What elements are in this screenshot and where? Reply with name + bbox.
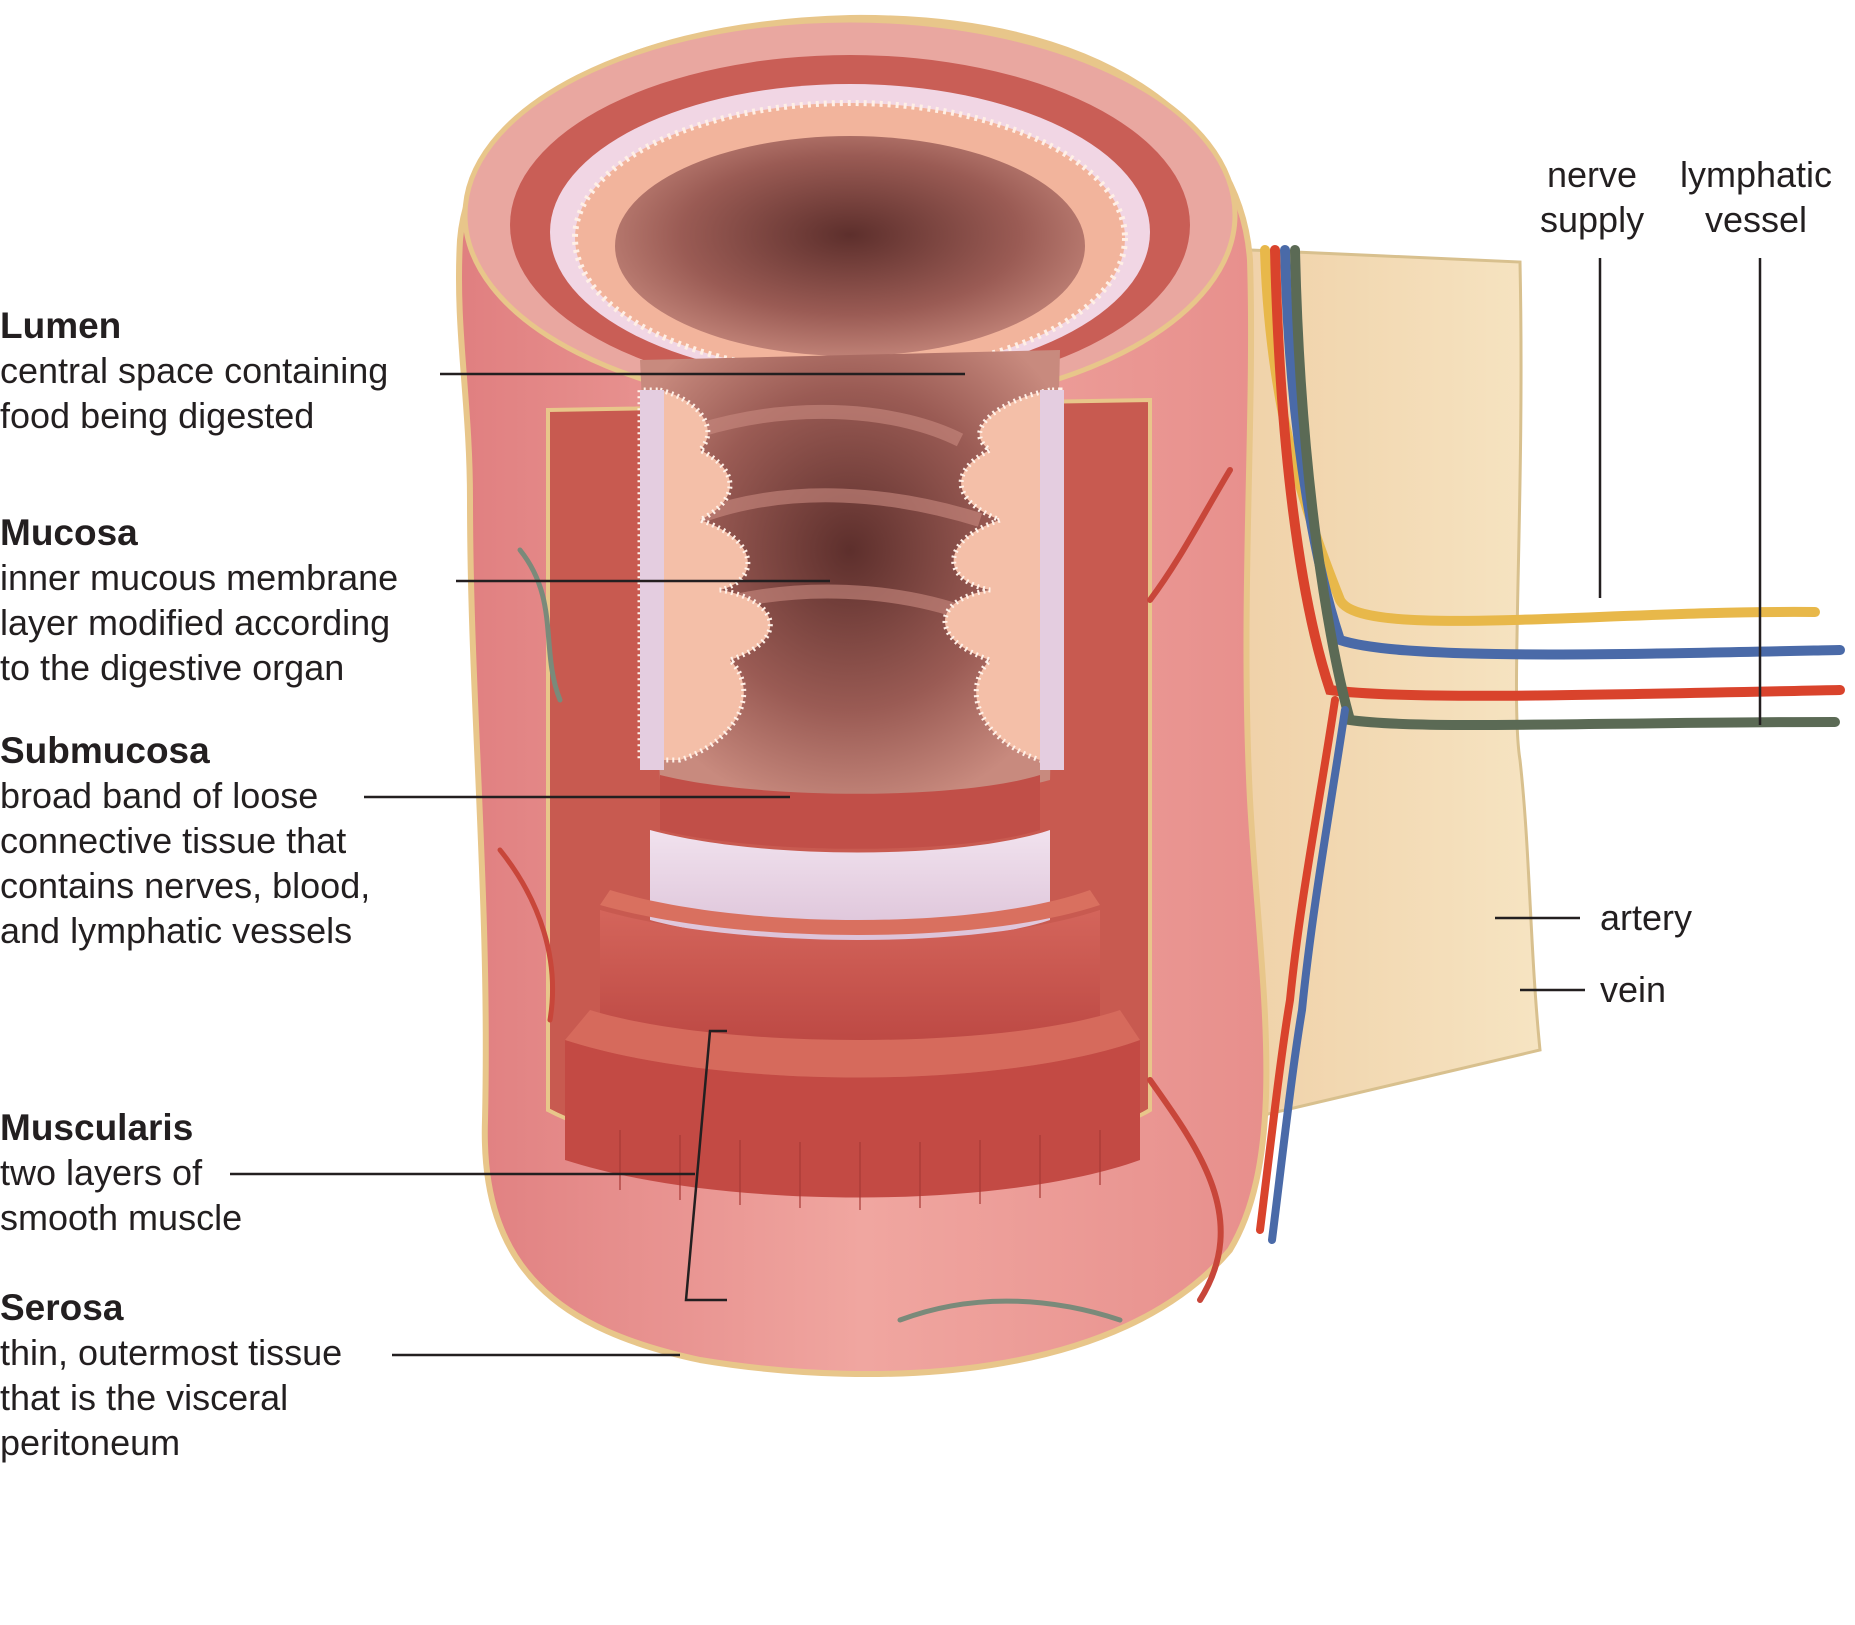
submucosa-title: Submucosa: [0, 730, 210, 771]
serosa-desc-1: thin, outermost tissue: [0, 1332, 343, 1373]
lymph-vessel: [1290, 245, 1840, 731]
mucosa-desc-3: to the digestive organ: [0, 647, 345, 688]
mucosa-folds-right: [942, 387, 1063, 763]
lumen-desc-2: food being digested: [0, 395, 315, 436]
serosa-label: Serosa thin, outermost tissue that is th…: [0, 1285, 342, 1465]
serosa-desc-2: that is the visceral: [0, 1377, 289, 1418]
muscularis-label: Muscularis two layers of smooth muscle: [0, 1105, 242, 1240]
submucosa-desc-4: and lymphatic vessels: [0, 910, 353, 951]
serosa-title: Serosa: [0, 1287, 124, 1328]
submucosa-ring: [650, 830, 1050, 943]
artery-label: artery: [1600, 897, 1693, 938]
lymphatic-vessel-label: lymphatic vessel: [1680, 152, 1832, 242]
submucosa-desc-1: broad band of loose: [0, 775, 319, 816]
muscularis-desc-2: smooth muscle: [0, 1197, 243, 1238]
muscularis-title: Muscularis: [0, 1107, 194, 1148]
muscularis-desc-1: two layers of: [0, 1152, 203, 1193]
artery-vessel: [1270, 245, 1845, 701]
submucosa-label: Submucosa broad band of loose connective…: [0, 728, 370, 953]
mucosa-label: Mucosa inner mucous membrane layer modif…: [0, 510, 398, 690]
serosa-desc-3: peritoneum: [0, 1422, 181, 1463]
nerve-supply-line-1: nerve: [1547, 154, 1638, 195]
lymphatic-vessel-line-1: lymphatic: [1680, 154, 1833, 195]
muscularis-outer: [565, 1040, 1140, 1198]
lumen-label: Lumen central space containing food bein…: [0, 303, 388, 438]
mesentery-vessels: [1256, 245, 1845, 1244]
nerve-supply-line-2: supply: [1540, 199, 1645, 240]
vein-label: vein: [1600, 969, 1667, 1010]
lymphatic-vessel-line-2: vessel: [1705, 199, 1808, 240]
mucosa-title: Mucosa: [0, 512, 138, 553]
muscularis-bracket: [684, 1029, 727, 1302]
lumen-title: Lumen: [0, 305, 122, 346]
mucosa-desc-1: inner mucous membrane: [0, 557, 399, 598]
mucosa-folds-left: [637, 387, 773, 763]
nerve-supply-label: nerve supply: [1540, 152, 1644, 242]
submucosa-desc-3: contains nerves, blood,: [0, 865, 371, 906]
mucosa-desc-2: layer modified according: [0, 602, 391, 643]
vein-vessel: [1280, 245, 1845, 660]
submucosa-desc-2: connective tissue that: [0, 820, 347, 861]
lumen-desc-1: central space containing: [0, 350, 389, 391]
